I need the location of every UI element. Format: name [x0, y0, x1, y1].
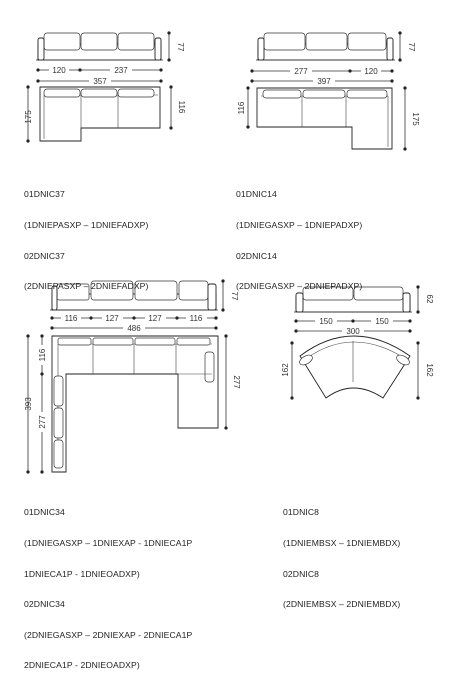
sofa-37-height-dimension: 77 — [167, 31, 185, 62]
sofa-14-width-dimension: 277 120 397 — [250, 66, 394, 86]
sofa-34-seg2-label: 127 — [105, 314, 119, 323]
sofa-8-width-right-label: 150 — [375, 317, 389, 326]
sofa-34-seg3-label: 127 — [148, 314, 162, 323]
caption-line: (2DNIEGASXP – 2DNIEXAP - 2DNIECA1P — [24, 629, 193, 640]
sofa-8-depth-dimensions: 162 162 — [281, 341, 434, 400]
caption-line: 2DNIECA1P - 2DNIEOADXP) — [24, 660, 140, 671]
sofa-37-height-label: 77 — [176, 43, 185, 52]
sofa-34-side-inner-label: 277 — [38, 415, 47, 429]
sofa-14-chaise-dimension: 175 — [403, 86, 420, 151]
caption-line: 02DNIC14 — [236, 250, 277, 261]
sofa-8-total-width-label: 300 — [346, 327, 360, 336]
caption-line: 02DNIC8 — [283, 568, 320, 579]
sofa-8-front-view — [294, 286, 412, 313]
sofa-14-caption: 01DNIC14 (1DNIEGASXP – 1DNIEPADXP) 02DNI… — [236, 169, 362, 302]
sofa-34-height-dimension: 77 — [221, 279, 239, 312]
caption-line: (2DNIEPASXP – 2DNIEFADXP) — [24, 281, 149, 292]
sofa-37-depth-label: 116 — [177, 101, 186, 114]
caption-line: 02DNIC34 — [24, 599, 65, 610]
caption-line: (2DNIEMBSX – 2DNIEMBDX) — [283, 599, 401, 610]
sofa-8-depth-right-label: 162 — [425, 363, 434, 377]
sofa-34-plan-view — [51, 335, 219, 473]
sofa-14-width-left-label: 277 — [294, 67, 308, 76]
caption-line: 02DNIC37 — [24, 250, 65, 261]
sofa-14-total-width-label: 397 — [317, 77, 331, 86]
sofa-14-front-view — [256, 32, 395, 61]
sofa-37-total-width-label: 357 — [93, 77, 107, 86]
sofa-34-right-dimension: 277 — [224, 334, 241, 430]
sofa-37-depth-dimension: 116 — [169, 85, 186, 130]
sofa-8-width-left-label: 150 — [319, 317, 333, 326]
sofa-34-caption: 01DNIC34 (1DNIEGASXP – 1DNIEXAP - 1DNIEC… — [24, 487, 192, 681]
sofa-37-plan-view — [39, 86, 161, 142]
sofa-34-drawing: 77 116 127 127 116 486 — [24, 279, 241, 474]
sofa-34-width-dimension: 116 127 127 116 486 — [50, 313, 218, 333]
caption-line: 01DNIC37 — [24, 189, 65, 200]
sofa-34-left-dimensions: 393 116 277 — [24, 334, 47, 474]
sofa-34-right-depth-label: 277 — [232, 375, 241, 389]
sofa-8-depth-left-label: 162 — [281, 363, 290, 377]
sofa-34-total-width-label: 486 — [127, 324, 141, 333]
sofa-8-height-label: 62 — [425, 295, 434, 304]
caption-line: (1DNIEGASXP – 1DNIEPADXP) — [236, 220, 363, 230]
sofa-37-chaise-depth-label: 175 — [24, 110, 33, 124]
sofa-34-height-label: 77 — [230, 292, 239, 301]
sofa-14-height-label: 77 — [407, 43, 416, 52]
sofa-14-chaise-depth-label: 175 — [411, 112, 420, 126]
sofa-34-seg1-label: 116 — [65, 314, 78, 323]
caption-line: 1DNIECA1P - 1DNIEOADXP) — [24, 568, 140, 579]
caption-line: 01DNIC14 — [236, 189, 277, 200]
caption-line: (1DNIEMBSX – 1DNIEMBDX) — [283, 538, 401, 548]
caption-line: (1DNIEGASXP – 1DNIEXAP - 1DNIECA1P — [24, 538, 193, 548]
sofa-8-drawing: 62 150 150 300 162 162 — [281, 285, 434, 400]
sofa-14-depth-dimension: 116 — [237, 86, 250, 129]
sofa-34-side-total-label: 393 — [24, 397, 33, 411]
sofa-37-front-view — [36, 32, 163, 61]
sofa-37-width-right-label: 237 — [114, 66, 128, 75]
sofa-37-chaise-dimension: 175 — [24, 85, 33, 143]
sofa-14-width-right-label: 120 — [364, 67, 378, 76]
caption-line: (2DNIEGASXP – 2DNIEPADXP) — [236, 281, 363, 292]
sofa-34-front-view — [50, 280, 218, 311]
product-dimension-sheet: 77 120 237 357 116 — [24, 31, 434, 474]
caption-line: 01DNIC34 — [24, 507, 65, 518]
sofa-34-seg4-label: 116 — [190, 314, 203, 323]
sofa-8-caption: 01DNIC8 (1DNIEMBSX – 1DNIEMBDX) 02DNIC8 … — [283, 487, 400, 620]
sofa-14-height-dimension: 77 — [398, 31, 416, 62]
sofa-37-width-dimension: 120 237 357 — [36, 65, 163, 86]
sofa-8-width-dimension: 150 150 300 — [294, 316, 412, 336]
sofa-34-depth-label: 116 — [38, 348, 47, 361]
sofa-37-drawing: 77 120 237 357 116 — [24, 31, 186, 143]
sofa-37-caption: 01DNIC37 (1DNIEPASXP – 1DNIEFADXP) 02DNI… — [24, 169, 148, 302]
sofa-14-drawing: 77 277 120 397 116 — [237, 31, 420, 151]
sofa-14-plan-view — [256, 87, 393, 150]
sofa-37-width-left-label: 120 — [52, 66, 66, 75]
sofa-8-height-dimension: 62 — [416, 285, 434, 314]
sofa-8-plan-view — [299, 335, 411, 399]
sofa-14-depth-label: 116 — [237, 101, 246, 114]
caption-line: 01DNIC8 — [283, 507, 320, 518]
caption-line: (1DNIEPASXP – 1DNIEFADXP) — [24, 220, 149, 230]
